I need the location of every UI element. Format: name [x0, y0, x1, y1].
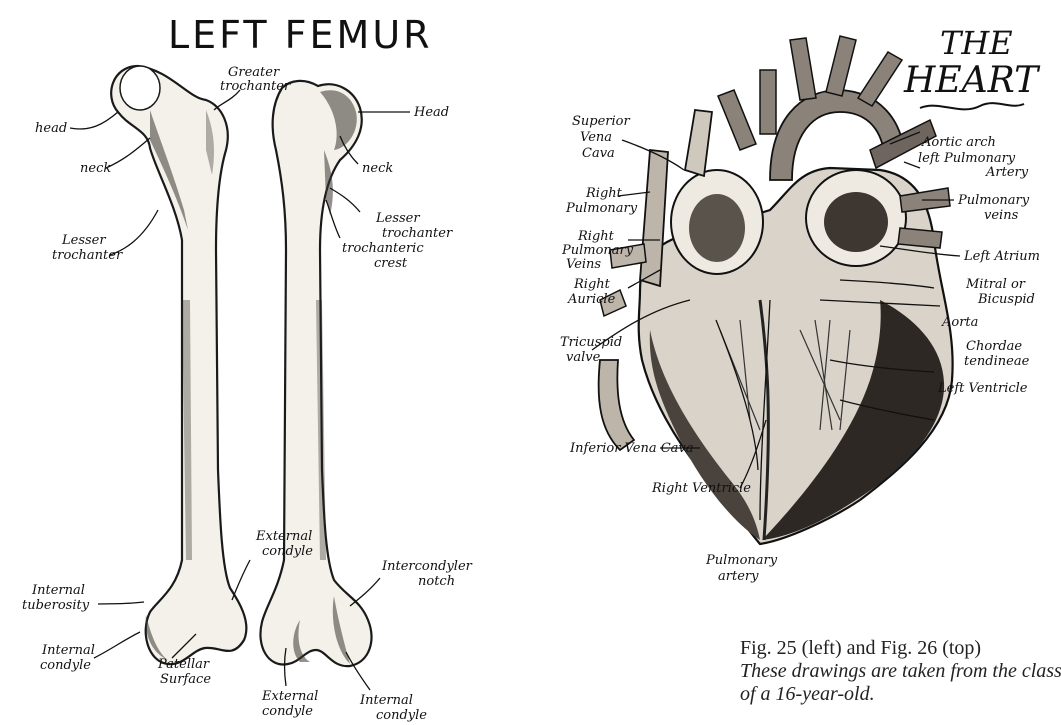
label-trochanteric-crest-1: trochanteric — [342, 241, 424, 256]
label-lesser-trochanter-right-2: trochanter — [382, 226, 453, 241]
label-external-condyle-bottom-1: External — [261, 689, 318, 704]
label-pulmonary-veins-2: veins — [984, 208, 1019, 223]
label-lesser-trochanter-left-2: trochanter — [52, 248, 123, 263]
femur-posterior-bone — [260, 81, 371, 666]
label-internal-condyle-right-2: condyle — [376, 708, 427, 723]
label-lesser-trochanter-left-1: Lesser — [61, 233, 106, 248]
caption-line-1: Fig. 25 (left) and Fig. 26 (top) — [740, 637, 1060, 660]
label-right-pulmonary-artery-1: Right — [585, 186, 623, 201]
label-right-ventricle: Right Ventricle — [651, 481, 751, 496]
label-superior-vena-cava-1: Superior — [572, 114, 630, 129]
label-mitral-1: Mitral or — [965, 277, 1026, 292]
label-left-pulmonary-artery-2: Artery — [985, 165, 1029, 180]
label-superior-vena-cava-3: Cava — [582, 146, 615, 161]
label-head-left: head — [35, 121, 67, 136]
label-aortic-arch: Aortic arch — [921, 135, 996, 150]
label-right-pulmonary-veins-2: Pulmonary — [561, 243, 634, 258]
label-greater-trochanter-2: trochanter — [220, 79, 291, 94]
label-internal-tuberosity-1: Internal — [31, 583, 85, 598]
label-greater-trochanter-1: Greater — [228, 65, 280, 80]
label-right-pulmonary-veins-3: Veins — [566, 257, 601, 272]
label-pulmonary-veins-1: Pulmonary — [957, 193, 1030, 208]
label-head-right: Head — [413, 105, 449, 120]
label-right-auricle-1: Right — [573, 277, 611, 292]
label-patellar-surface-1: Patellar — [157, 657, 210, 672]
label-right-pulmonary-artery-2: Pulmonary — [565, 201, 638, 216]
heart-title-underline — [920, 103, 1024, 109]
label-internal-condyle-right-1: Internal — [359, 693, 413, 708]
heart-title-line2: HEART — [903, 60, 1041, 101]
label-internal-tuberosity-2: tuberosity — [22, 598, 90, 613]
label-superior-vena-cava-2: Vena — [580, 130, 612, 145]
femur-anterior-bone — [111, 66, 246, 664]
heart-body — [599, 36, 953, 544]
label-lesser-trochanter-right-1: Lesser — [375, 211, 420, 226]
label-pulmonary-artery-1: Pulmonary — [705, 553, 778, 568]
femur-leader-lines — [70, 90, 410, 690]
label-left-atrium: Left Atrium — [963, 249, 1040, 264]
label-trochanteric-crest-2: crest — [374, 256, 408, 271]
label-internal-condyle-left-1: Internal — [41, 643, 95, 658]
label-tricuspid-valve-2: valve — [566, 350, 601, 365]
label-intercondyler-notch-2: notch — [418, 574, 455, 589]
heart-figure: THE HEART — [560, 24, 1041, 584]
caption-line-3: of a 16-year-old. — [740, 683, 1060, 706]
femur-title: LEFT FEMUR — [168, 13, 433, 57]
label-internal-condyle-left-2: condyle — [40, 658, 91, 673]
label-patellar-surface-2: Surface — [160, 672, 211, 687]
heart-title-line1: THE — [940, 24, 1013, 62]
label-aorta: Aorta — [941, 315, 978, 330]
label-intercondyler-notch-1: Intercondyler — [381, 559, 473, 574]
label-external-condyle-top-1: External — [255, 529, 312, 544]
femur-figure: LEFT FEMUR — [22, 13, 473, 723]
label-tricuspid-valve-1: Tricuspid — [560, 335, 622, 350]
label-external-condyle-top-2: condyle — [262, 544, 313, 559]
label-left-pulmonary-artery-1: left Pulmonary — [918, 151, 1016, 166]
label-inferior-vena-cava: Inferior Vena Cava — [569, 441, 694, 456]
figure-caption: Fig. 25 (left) and Fig. 26 (top) These d… — [740, 637, 1060, 706]
label-right-auricle-2: Auricle — [567, 292, 616, 307]
femur-labels: head Greater trochanter Head neck neck L… — [22, 65, 473, 723]
caption-line-2: These drawings are taken from the classw… — [740, 660, 1060, 683]
label-mitral-2: Bicuspid — [977, 292, 1035, 307]
label-chordae-1: Chordae — [966, 339, 1022, 354]
label-pulmonary-artery-2: artery — [718, 569, 759, 584]
label-neck-right: neck — [362, 161, 393, 176]
label-neck-left: neck — [80, 161, 111, 176]
label-external-condyle-bottom-2: condyle — [262, 704, 313, 719]
label-chordae-2: tendineae — [964, 354, 1030, 369]
label-right-pulmonary-veins-1: Right — [577, 229, 615, 244]
label-left-ventricle: Left Ventricle — [937, 381, 1028, 396]
